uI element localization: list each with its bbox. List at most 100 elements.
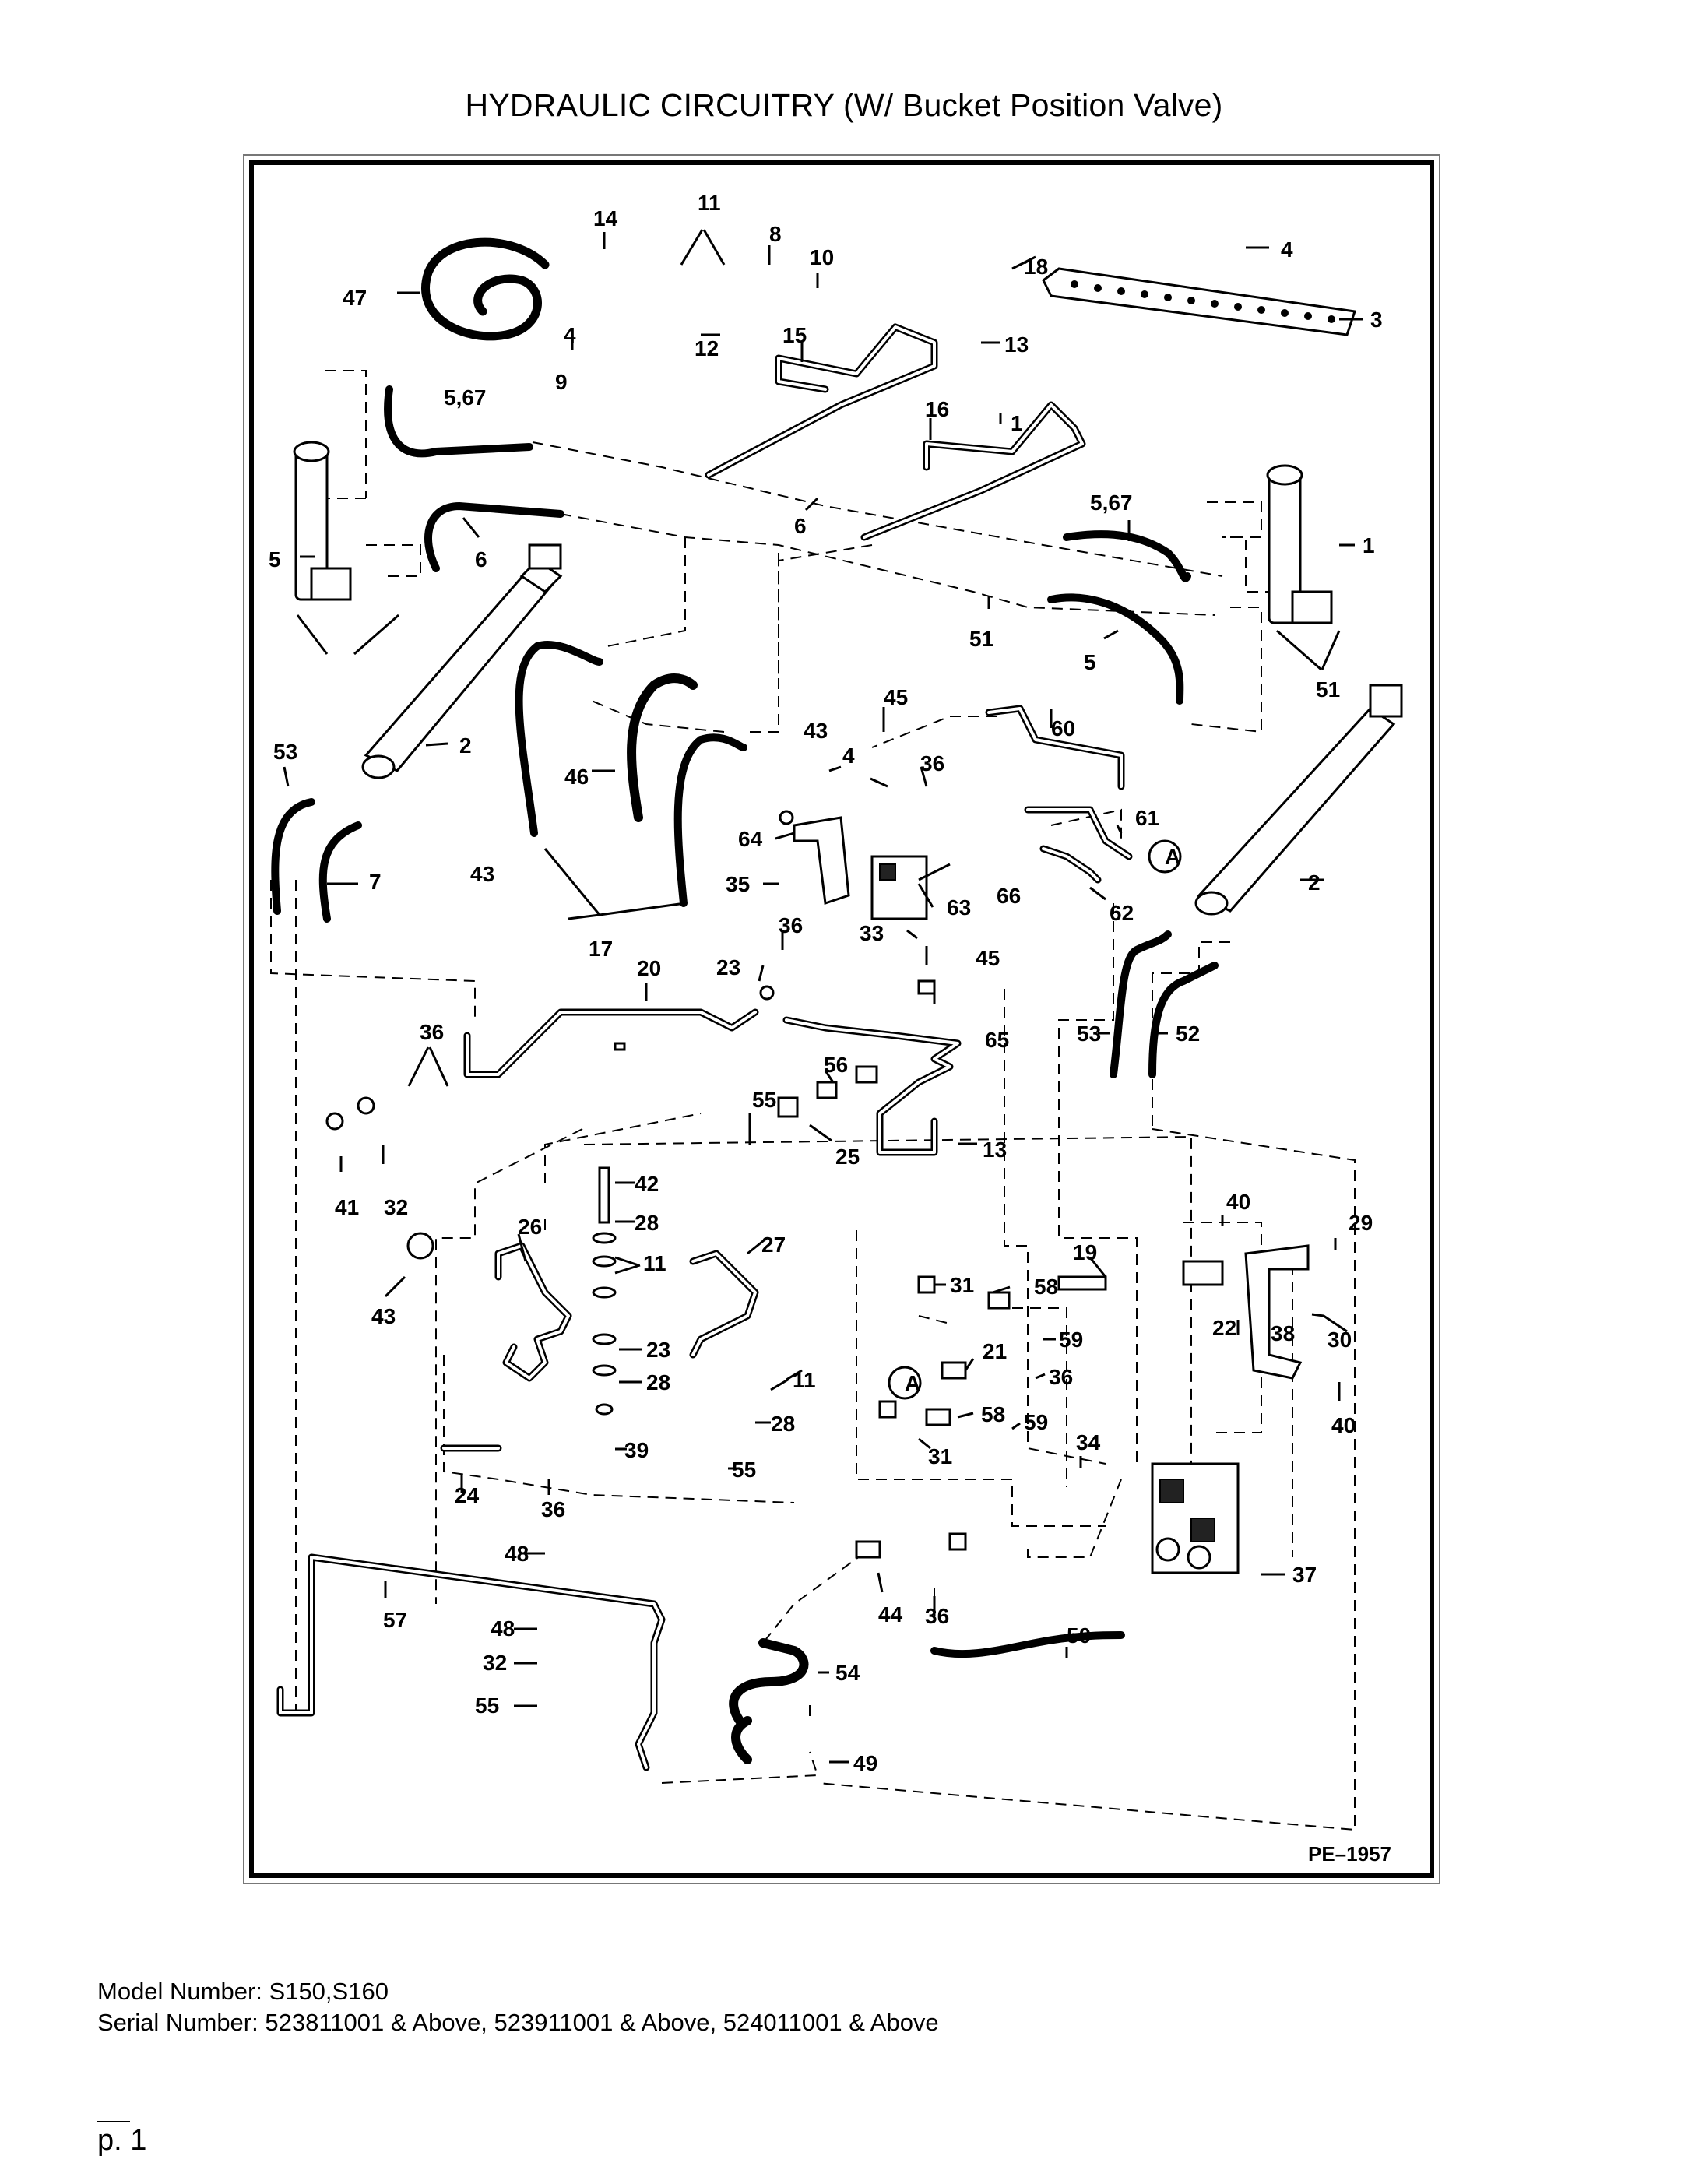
- callout-41: 41: [335, 1195, 359, 1219]
- callout-59: 59: [1024, 1410, 1048, 1434]
- callout-14: 14: [593, 206, 618, 230]
- callout-32: 32: [384, 1195, 408, 1219]
- callout-34: 34: [1076, 1430, 1101, 1454]
- callout-48: 48: [491, 1616, 515, 1641]
- callout-42: 42: [635, 1172, 659, 1196]
- callout-26: 26: [518, 1215, 542, 1239]
- callout-28: 28: [635, 1211, 659, 1235]
- callout-21: 21: [983, 1339, 1007, 1363]
- callout-1: 1: [1011, 411, 1023, 435]
- callout-51: 51: [969, 627, 993, 651]
- callout-4: 4: [1281, 237, 1293, 262]
- callout-10: 10: [810, 245, 834, 269]
- callout-36: 36: [925, 1604, 949, 1628]
- diagram-frame-shadow: [243, 154, 1440, 1884]
- callout-64: 64: [738, 827, 763, 851]
- callout-53: 53: [1077, 1022, 1101, 1046]
- callout-5: 5: [269, 547, 281, 571]
- callout-35: 35: [726, 872, 750, 896]
- tilt-cylinder-right-2: [1194, 684, 1403, 916]
- callout-2: 2: [1308, 870, 1321, 895]
- callout-23: 23: [716, 955, 740, 979]
- callout-29: 29: [1349, 1211, 1373, 1235]
- callout-49: 49: [853, 1751, 877, 1775]
- callout-53: 53: [273, 740, 297, 764]
- fittings-and-hardware: [325, 267, 1356, 1574]
- serial-number: Serial Number: 523811001 & Above, 523911…: [97, 2009, 939, 2036]
- callout-6: 6: [475, 547, 487, 571]
- callout-52: 52: [1176, 1022, 1200, 1046]
- callout-43: 43: [371, 1304, 396, 1328]
- callout-23: 23: [646, 1338, 670, 1362]
- callout-62: 62: [1110, 901, 1134, 925]
- pin-stack-42: [592, 1166, 617, 1416]
- tilt-cylinder-left-2: [361, 543, 563, 779]
- callout-66: 66: [997, 884, 1021, 908]
- callout-36: 36: [541, 1497, 565, 1521]
- callout-58: 58: [1034, 1275, 1058, 1299]
- callout-51: 51: [1316, 677, 1340, 702]
- callout-12: 12: [695, 336, 719, 360]
- callout-47: 47: [343, 286, 367, 310]
- callout-11: 11: [793, 1368, 816, 1392]
- callout-11: 11: [643, 1251, 666, 1275]
- callout-45: 45: [884, 685, 908, 709]
- callout-65: 65: [985, 1028, 1009, 1052]
- callout-19: 19: [1073, 1240, 1097, 1264]
- callout-40: 40: [1226, 1190, 1250, 1214]
- callout-38: 38: [1271, 1321, 1295, 1345]
- callout-4: 4: [842, 744, 855, 768]
- callout-44: 44: [878, 1602, 903, 1627]
- callout-9: 9: [555, 370, 568, 394]
- callout-A: A: [905, 1371, 920, 1395]
- callout-63: 63: [947, 895, 971, 920]
- callout-33: 33: [860, 921, 884, 945]
- lift-cylinders: [293, 441, 1403, 916]
- callout-61: 61: [1135, 806, 1159, 830]
- callout-43: 43: [470, 862, 494, 886]
- callout-5-67: 5,67: [1090, 491, 1133, 515]
- callout-5-67: 5,67: [444, 385, 487, 410]
- leader-lines: [283, 229, 1363, 1764]
- callout-24: 24: [455, 1483, 480, 1507]
- callout-55: 55: [732, 1458, 756, 1482]
- callout-31: 31: [950, 1273, 974, 1297]
- callout-18: 18: [1024, 255, 1048, 279]
- callout-25: 25: [835, 1145, 860, 1169]
- coiled-hose-47: [421, 237, 550, 341]
- callout-36: 36: [1049, 1365, 1073, 1389]
- callout-13: 13: [983, 1138, 1007, 1162]
- figure-id: PE–1957: [1308, 1842, 1391, 1866]
- hydraulic-diagram: 141181018434712415135,679161565,67165125…: [269, 191, 1403, 1831]
- callout-2: 2: [459, 733, 472, 758]
- callout-56: 56: [824, 1053, 848, 1077]
- callout-30: 30: [1328, 1328, 1352, 1352]
- callout-15: 15: [782, 323, 807, 347]
- callout-5: 5: [1084, 650, 1096, 674]
- callout-11: 11: [698, 191, 721, 215]
- callout-45: 45: [976, 946, 1000, 970]
- callout-6: 6: [794, 514, 807, 538]
- callout-A: A: [1165, 845, 1180, 869]
- routing-lines: [270, 370, 1356, 1831]
- callout-43: 43: [804, 719, 828, 743]
- callout-59: 59: [1059, 1328, 1083, 1352]
- callout-8: 8: [769, 222, 782, 246]
- lift-cylinder-left-1: [293, 441, 352, 601]
- rigid-tubes: [276, 323, 1133, 1771]
- callout-60: 60: [1051, 716, 1075, 740]
- control-valve-37: [1151, 1462, 1240, 1574]
- callout-46: 46: [564, 765, 589, 789]
- page-number: p. 1: [97, 2124, 147, 2157]
- callout-1: 1: [1363, 533, 1375, 557]
- callout-48: 48: [505, 1542, 529, 1566]
- callout-36: 36: [420, 1020, 444, 1044]
- callout-55: 55: [752, 1088, 776, 1112]
- callout-36: 36: [779, 913, 803, 937]
- callout-55: 55: [475, 1693, 499, 1718]
- lift-cylinder-right-1: [1266, 464, 1333, 624]
- callout-20: 20: [637, 956, 661, 980]
- callout-22: 22: [1212, 1316, 1236, 1340]
- callout-36: 36: [920, 751, 944, 775]
- callout-37: 37: [1292, 1563, 1317, 1587]
